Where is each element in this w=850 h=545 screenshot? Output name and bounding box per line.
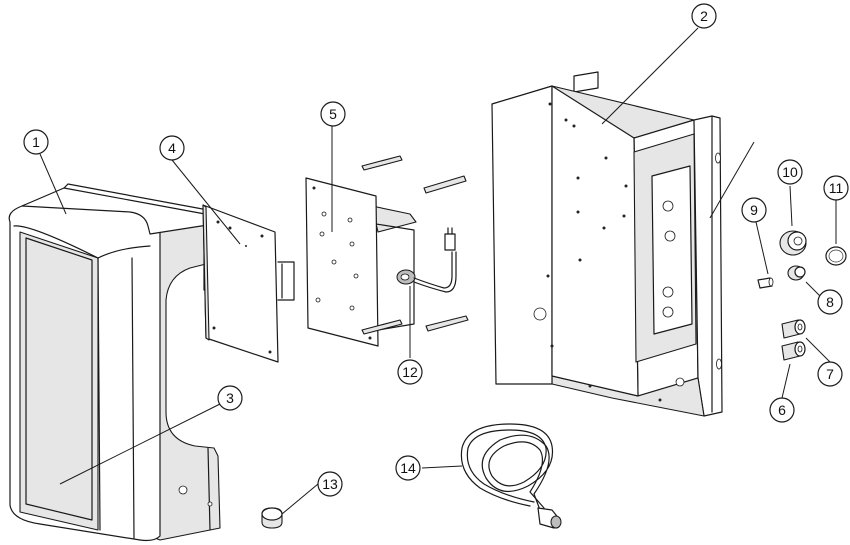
sensor-assembly [396,227,457,293]
cap-part [825,246,847,266]
leader-lines [39,27,837,515]
callout-13: 13 [317,471,343,497]
callout-1: 1 [23,129,49,155]
large-knob-part [779,230,807,256]
callout-10: 10 [777,159,803,185]
callout-2: 2 [691,3,717,29]
small-knob-part [787,265,806,281]
callout-2-label: 2 [700,8,708,24]
circuit-board [202,204,295,363]
callout-6-label: 6 [778,402,786,418]
callout-5-label: 5 [329,106,337,122]
callout-3: 3 [217,385,243,411]
callout-12-label: 12 [402,364,418,380]
front-cover-housing [8,183,221,542]
callout-10-label: 10 [782,164,798,180]
button-cap [261,507,283,529]
callout-8: 8 [817,289,843,315]
callout-13-label: 13 [322,476,338,492]
callout-5: 5 [320,101,346,127]
callout-3-label: 3 [226,390,234,406]
callout-14-label: 14 [400,460,416,476]
callout-12: 12 [397,359,423,385]
coiled-cable [460,423,562,529]
hardware-parts [757,230,847,361]
callout-7: 7 [817,361,843,387]
pin-part [757,277,774,289]
callout-9: 9 [741,197,767,223]
callout-7-label: 7 [826,366,834,382]
callout-6: 6 [769,397,795,423]
callout-4: 4 [159,135,185,161]
callout-11: 11 [823,175,849,201]
back-enclosure [491,71,723,417]
mounting-plate [305,177,417,347]
callout-8-label: 8 [826,294,834,310]
callout-9-label: 9 [750,202,758,218]
callout-11-label: 11 [829,180,844,196]
callout-4-label: 4 [168,140,176,156]
tube-part-7 [781,319,806,339]
standoff-rods [361,155,469,335]
callout-1-label: 1 [32,134,40,150]
tube-part-6 [781,341,806,361]
callout-14: 14 [395,455,421,481]
